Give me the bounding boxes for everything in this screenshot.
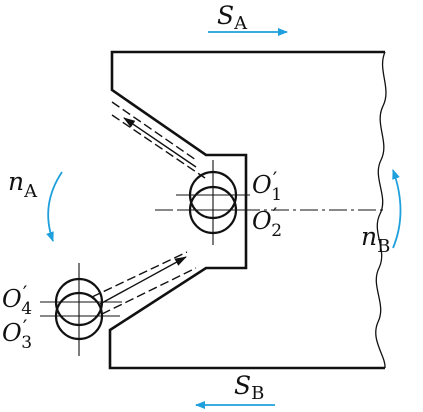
label-o1: O′1 [252, 167, 282, 205]
lower-feed-arrow [99, 256, 187, 305]
break-line [375, 51, 387, 369]
workpiece-outline [108, 50, 385, 370]
lower-hole [40, 263, 122, 356]
upper-bore-dashed-lines [111, 101, 206, 179]
label-o2: O′2 [252, 203, 282, 241]
upper-feed-arrow [123, 117, 197, 168]
rotation-arrow-na [46, 171, 63, 242]
label-sb: SB [234, 371, 264, 404]
label-nb: nB [361, 222, 390, 257]
lower-bore-dashed-lines [91, 251, 197, 315]
label-na: nA [8, 167, 38, 202]
label-o4: O′4 [2, 281, 32, 319]
upper-hole [176, 160, 250, 245]
label-sa: SA [217, 1, 248, 34]
rotation-arrow-nb [392, 169, 402, 249]
label-o3: O′3 [2, 315, 32, 353]
